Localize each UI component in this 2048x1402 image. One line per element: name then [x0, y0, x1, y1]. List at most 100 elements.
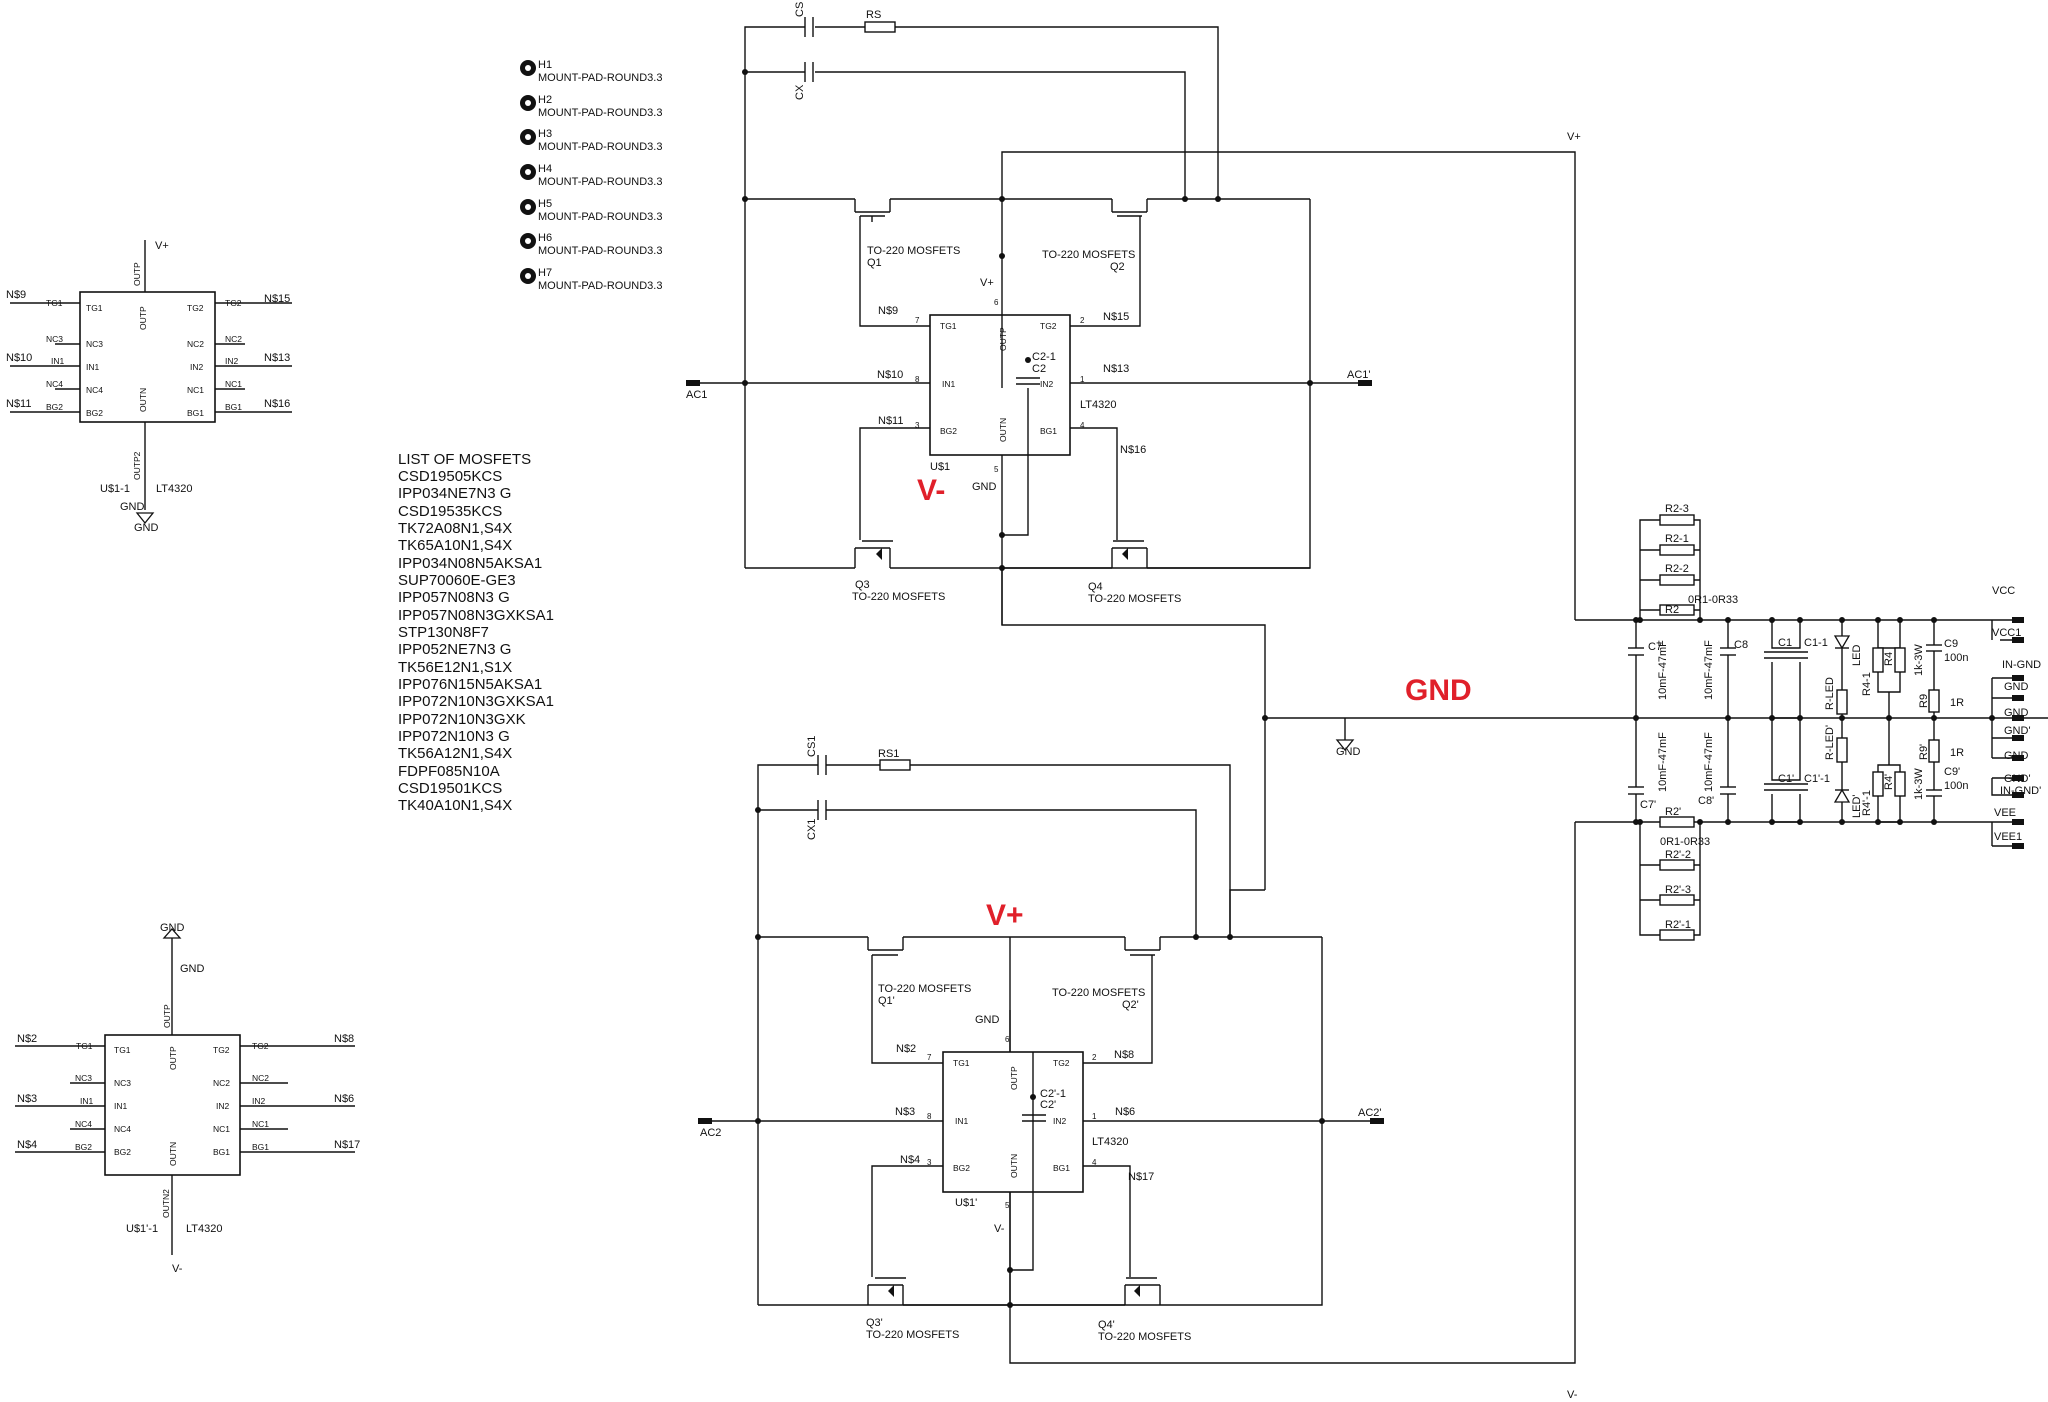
pin-label: BG1: [187, 408, 204, 418]
component-label: TO-220 MOSFETS: [1098, 1331, 1191, 1343]
mount-pad-h6: H6 MOUNT-PAD-ROUND3.3: [520, 232, 662, 257]
pin-label: BG1: [225, 402, 242, 412]
component-label: C9: [1944, 638, 1958, 650]
component-label: C1'-1: [1804, 773, 1830, 785]
bridge-1: CS RS CX V+ TO-220 MOSFETS Q1 TO-220 M: [686, 2, 1581, 890]
mosfet-item: IPP076N15N5AKSA1: [398, 676, 542, 693]
connector-label: GND: [2004, 750, 2029, 762]
mosfet-item: IPP052NE7N3 G: [398, 641, 511, 658]
pin-number: 8: [915, 375, 920, 384]
pad-ref: H3: [538, 128, 552, 140]
pin-label: BG1: [252, 1142, 269, 1152]
mosfet-item: IPP034N08N5AKSA1: [398, 555, 542, 572]
pin-label: NC1: [213, 1124, 230, 1134]
annotation-gnd: GND: [1405, 674, 1472, 707]
pin-label: BG1: [213, 1147, 230, 1157]
pin-number: 8: [927, 1112, 932, 1121]
net-label: N$6: [334, 1093, 354, 1105]
component-value: 100n: [1944, 780, 1968, 792]
pin-label: NC4: [114, 1124, 131, 1134]
gnd-label: GND: [1336, 746, 1361, 758]
component-label: Q2: [1110, 261, 1125, 273]
pin-label: NC3: [46, 334, 63, 344]
pin-label: OUTN: [168, 1142, 178, 1166]
net-label: N$13: [264, 352, 290, 364]
component-label: C1: [1778, 637, 1792, 649]
pin-number: 3: [927, 1158, 932, 1167]
component-label: C2'-1: [1040, 1088, 1066, 1100]
net-label: N$2: [896, 1043, 916, 1055]
connector-label: GND': [2004, 725, 2031, 737]
pad-ref: H6: [538, 232, 552, 244]
pin-number: 5: [1005, 1201, 1010, 1210]
mosfet-item: CSD19501KCS: [398, 780, 502, 797]
component-label: C2': [1040, 1099, 1056, 1111]
component-value: 100n: [1944, 652, 1968, 664]
mosfet-item: IPP072N10N3 G: [398, 728, 510, 745]
net-label: V-: [994, 1223, 1005, 1235]
power-filter-section: GND R2-3 R2-1 R2-2 R2 0R1-0R33 R2' 0R1-0…: [1262, 503, 2048, 941]
mosfet-q2-prime: [1083, 937, 1161, 1064]
pin-label: IN1: [114, 1101, 128, 1111]
mosfet-item: FDPF085N10A: [398, 763, 500, 780]
mosfet-list-title: LIST OF MOSFETS: [398, 451, 531, 468]
pin-label: OUTP2: [132, 451, 142, 480]
mosfet-q4-prime: [1124, 1277, 1161, 1305]
pin-label: NC2: [252, 1073, 269, 1083]
net-label: V+: [1567, 131, 1581, 143]
pad-ref: H5: [538, 198, 552, 210]
pin-label: IN1: [955, 1116, 969, 1126]
mosfet-item: IPP057N08N3GXKSA1: [398, 607, 554, 624]
component-label: 0R1-0R33: [1660, 836, 1710, 848]
net-label: N$8: [334, 1033, 354, 1045]
component-label: RS: [866, 9, 881, 21]
component-value: 1k-3W: [1913, 768, 1925, 800]
pin-number: 6: [1005, 1035, 1010, 1044]
net-label: N$8: [1114, 1049, 1134, 1061]
component-label: C7': [1640, 799, 1656, 811]
component-label: TO-220 MOSFETS: [1088, 593, 1181, 605]
component-label: Q1: [867, 257, 882, 269]
connector-label: VEE: [1994, 807, 2016, 819]
pad-part: MOUNT-PAD-ROUND3.3: [538, 211, 662, 223]
component-label: R4: [1883, 652, 1895, 666]
pad-part: MOUNT-PAD-ROUND3.3: [538, 245, 662, 257]
pad-part: MOUNT-PAD-ROUND3.3: [538, 176, 662, 188]
component-label: C8': [1698, 795, 1714, 807]
mosfet-item: CSD19505KCS: [398, 468, 502, 485]
component-label: C1-1: [1804, 637, 1828, 649]
pin-label: BG1: [1053, 1163, 1070, 1173]
pin-label: TG1: [953, 1058, 970, 1068]
net-label: N$4: [17, 1139, 37, 1151]
mount-pad-h4: H4 MOUNT-PAD-ROUND3.3: [520, 163, 662, 188]
net-label: N$16: [264, 398, 290, 410]
component-label: R2-1: [1665, 533, 1689, 545]
connector-label: IN-GND: [2002, 659, 2041, 671]
component-label: R2-2: [1665, 563, 1689, 575]
component-value: 1k-3W: [1913, 644, 1925, 676]
connector-label: VCC: [1992, 585, 2015, 597]
pin-label: NC4: [46, 379, 63, 389]
component-label: R4-1: [1861, 672, 1873, 696]
pin-label: IN2: [225, 356, 239, 366]
component-label: R2'-1: [1665, 919, 1691, 931]
net-label: N$3: [17, 1093, 37, 1105]
component-label: C8: [1734, 639, 1748, 651]
mosfet-q3-prime: [867, 1277, 906, 1305]
symbol-top-label: GND: [180, 963, 205, 975]
net-label: N$13: [1103, 363, 1129, 375]
pin-number: 4: [1092, 1158, 1097, 1167]
pin-label: OUTP: [138, 306, 148, 330]
mosfet-q1-prime: [867, 937, 943, 1064]
component-label: TO-220 MOSFETS: [852, 591, 945, 603]
lt4320-symbol-1: V+ OUTP OUTP OUTN OUTP2 TG1 TG1 NC3 NC3 …: [6, 240, 292, 534]
component-value: 1R: [1950, 697, 1964, 709]
pin-label: IN2: [252, 1096, 266, 1106]
pin-label: IN2: [1040, 379, 1054, 389]
connector-label: GND: [2004, 681, 2029, 693]
component-label: CX1: [806, 819, 818, 840]
pad-part: MOUNT-PAD-ROUND3.3: [538, 72, 662, 84]
component-label: CS1: [806, 736, 818, 757]
component-value: 1R: [1950, 747, 1964, 759]
connector-label: IN-GND': [2000, 785, 2041, 797]
